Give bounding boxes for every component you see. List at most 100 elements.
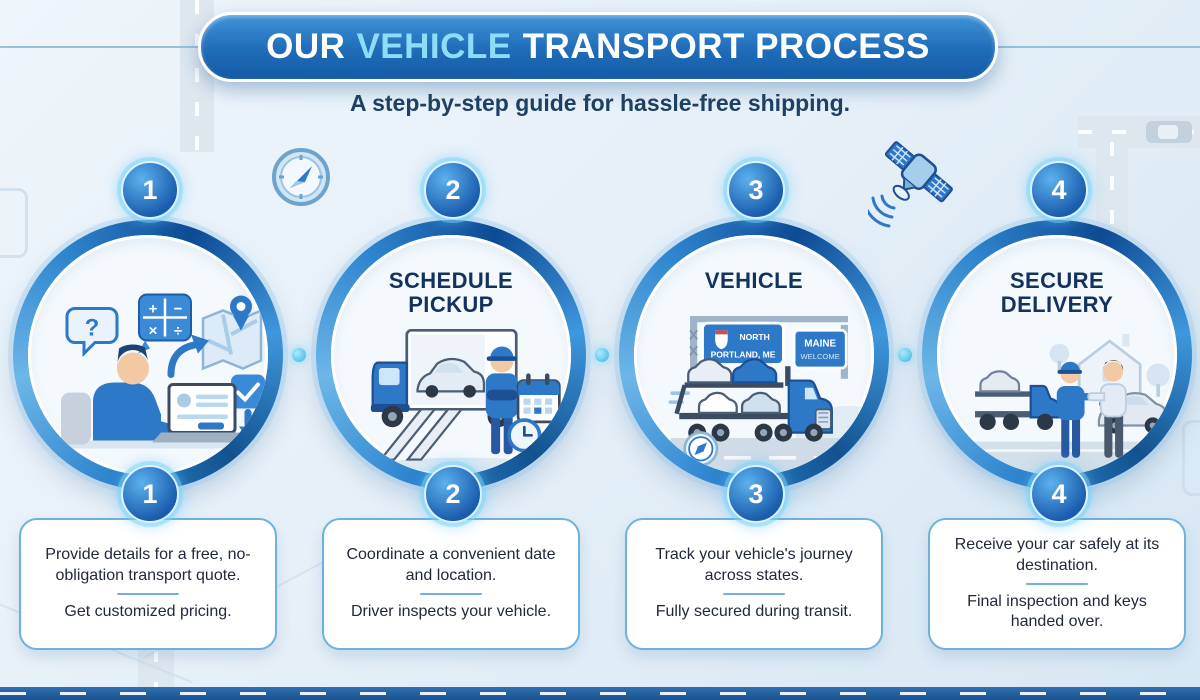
customer-arm — [1087, 392, 1106, 402]
tree — [1049, 343, 1070, 364]
svg-text:MAINE: MAINE — [804, 338, 836, 349]
title-banner: OUR VEHICLE TRANSPORT PROCESS — [198, 12, 998, 82]
step-2-ring: SCHEDULE PICKUP — [316, 220, 586, 490]
svg-text:WELCOME: WELCOME — [800, 352, 839, 361]
hauler-upper-deck — [684, 382, 784, 388]
step-3-number-bottom: 3 — [727, 465, 785, 523]
loading-ramp — [405, 408, 464, 461]
driver-cap — [486, 356, 518, 361]
title-prefix: OUR — [266, 27, 346, 66]
step-3-card-line2: Fully secured during transit. — [655, 603, 853, 621]
title-suffix: TRANSPORT PROCESS — [522, 27, 930, 66]
car-on-hauler — [731, 358, 778, 384]
question-bubble-icon — [65, 307, 119, 358]
step-4-illustration-key-handover — [973, 333, 1171, 475]
hauler-lower-deck — [975, 411, 1058, 418]
svg-text:NORTH: NORTH — [740, 332, 770, 342]
sign-gantry-beam — [690, 315, 848, 323]
driver-torso — [1056, 385, 1085, 421]
car-in-truck — [416, 357, 486, 393]
satellite-icon — [868, 141, 953, 228]
step-3-card: Track your vehicle's journey across stat… — [625, 518, 883, 650]
step-1-card-line2: Get customized pricing. — [64, 603, 232, 621]
truck-grille — [814, 408, 832, 430]
svg-text:?: ? — [85, 315, 100, 342]
step-2: SCHEDULE PICKUP — [316, 161, 586, 523]
checklist-icon — [231, 374, 265, 409]
laptop-base — [152, 432, 254, 443]
step-2-card-line1: Coordinate a convenient date and locatio… — [346, 546, 556, 584]
highway-sign-maine-welcome — [792, 328, 848, 370]
step-1-card: Provide details for a free, no-obligatio… — [19, 518, 277, 650]
step-1-card-line1: Provide details for a free, no-obligatio… — [45, 546, 251, 584]
step-1-ring: ? + − × ÷ — [13, 220, 283, 490]
connector-node — [898, 348, 912, 362]
driver-crossed-arms — [486, 389, 518, 401]
svg-text:+: + — [149, 301, 158, 318]
svg-text:PORTLAND, ME: PORTLAND, ME — [711, 349, 776, 359]
svg-text:÷: ÷ — [174, 323, 182, 340]
step-2-canvas: SCHEDULE PICKUP — [331, 235, 571, 475]
bottom-road-band — [0, 687, 1200, 700]
hauler-upper-deck — [975, 391, 1038, 397]
step-4-ring: SECURE DELIVERY — [922, 220, 1192, 490]
step-2-number-bottom: 2 — [424, 465, 482, 523]
step-4-card-line2: Final inspection and keys handed over. — [967, 593, 1147, 631]
loading-ramp — [378, 408, 437, 461]
step-4: SECURE DELIVERY — [922, 161, 1192, 523]
step-4-title: SECURE DELIVERY — [1000, 268, 1114, 317]
background-road-vertical-topright — [1096, 142, 1128, 242]
hauler-lower-deck — [679, 412, 789, 420]
svg-text:×: × — [149, 323, 158, 340]
car-on-hauler — [740, 391, 781, 415]
step-4-card: Receive your car safely at its destinati… — [928, 518, 1186, 650]
step-3-illustration-vehicle-tracking: NORTH PORTLAND, ME MAINE WELCOME — [668, 315, 868, 475]
card-divider — [723, 593, 785, 596]
sign-gantry-post — [690, 319, 698, 379]
down-arrow-icon — [239, 426, 257, 440]
person-head — [117, 352, 149, 385]
map-icon — [201, 308, 263, 371]
step-2-illustration-schedule-pickup — [370, 328, 561, 473]
card-divider — [1026, 583, 1088, 585]
step-3-ring: VEHICLE NORTH PORTLAND, ME MAINE — [619, 220, 889, 490]
connector-node — [292, 348, 306, 362]
step-3-card-line1: Track your vehicle's journey across stat… — [655, 546, 853, 584]
car-on-hauler — [687, 358, 733, 384]
subtitle: A step-by-step guide for hassle-free shi… — [349, 90, 851, 116]
top-view-car-icon — [1146, 121, 1192, 143]
customer-head — [1103, 361, 1124, 382]
svg-text:−: − — [174, 301, 183, 318]
step-3-canvas: VEHICLE NORTH PORTLAND, ME MAINE — [634, 235, 874, 475]
step-3: VEHICLE NORTH PORTLAND, ME MAINE — [619, 161, 889, 523]
title-highlight: VEHICLE — [356, 27, 512, 66]
step-3-title: VEHICLE — [704, 268, 804, 293]
step-4-number-bottom: 4 — [1030, 465, 1088, 523]
background-car-outline-right — [1182, 420, 1200, 496]
person-hair — [116, 344, 148, 367]
tree — [1146, 363, 1170, 387]
step-2-card-line2: Driver inspects your vehicle. — [350, 603, 552, 621]
driver-cap — [1057, 369, 1082, 374]
step-4-number-top: 4 — [1030, 161, 1088, 219]
step-1-canvas: ? + − × ÷ — [28, 235, 268, 475]
truck-cab — [1029, 384, 1060, 419]
route-shield-icon — [715, 330, 728, 350]
step-4-canvas: SECURE DELIVERY — [937, 235, 1177, 475]
background-car-outline-left — [0, 188, 28, 258]
step-2-card: Coordinate a convenient date and locatio… — [322, 518, 580, 650]
card-divider — [420, 593, 482, 596]
step-4-card-line1: Receive your car safely at its destinati… — [954, 536, 1160, 574]
compass-icon — [272, 148, 330, 206]
map-pin-icon — [233, 315, 249, 331]
step-3-number-top: 3 — [727, 161, 785, 219]
curved-arrow-icon — [167, 341, 201, 378]
card-divider — [117, 593, 179, 596]
exhaust-stack — [785, 366, 791, 386]
step-2-title: SCHEDULE PICKUP — [388, 268, 514, 317]
step-1-number-top: 1 — [121, 161, 179, 219]
step-1-illustration-online-quote: ? + − × ÷ — [61, 293, 265, 449]
car-on-hauler — [697, 391, 738, 415]
step-2-number-top: 2 — [424, 161, 482, 219]
